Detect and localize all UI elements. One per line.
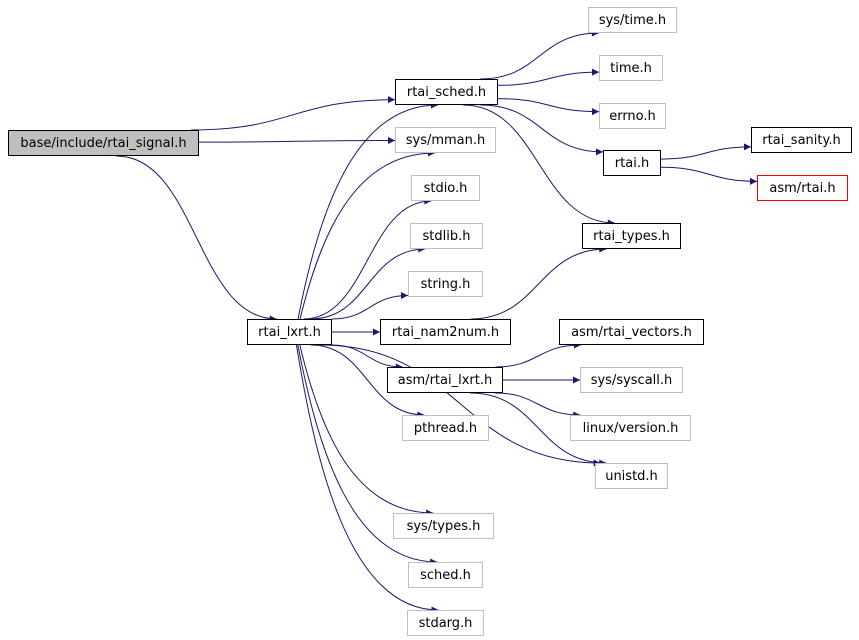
edge-asm_rtai_lxrt-to-unistd (470, 392, 607, 467)
node-sys-time[interactable]: sys/time.h (588, 7, 677, 33)
node-pthread[interactable]: pthread.h (402, 415, 489, 441)
edge-asm_rtai_lxrt-to-asm_rtai_vectors (495, 341, 581, 368)
node-rtai-signal-root[interactable]: base/include/rtai_signal.h (8, 130, 199, 156)
edge-rtai_lxrt-to-sched (297, 344, 438, 566)
edge-rtai-to-asm_rtai (660, 166, 758, 185)
edge-rtai_nam2num-to-rtai_types (470, 245, 607, 320)
node-stdarg[interactable]: stdarg.h (407, 610, 484, 636)
node-rtai-sanity[interactable]: rtai_sanity.h (751, 127, 852, 153)
node-rtai-lxrt[interactable]: rtai_lxrt.h (247, 319, 332, 345)
node-stdlib[interactable]: stdlib.h (410, 223, 483, 249)
node-rtai-nam2num[interactable]: rtai_nam2num.h (380, 319, 511, 345)
edge-root-to-sys_mman (198, 136, 396, 144)
edge-rtai_lxrt-to-string (331, 292, 409, 320)
node-linux-version[interactable]: linux/version.h (570, 415, 691, 441)
edge-root-to-rtai_lxrt (116, 155, 277, 323)
edge-rtai_lxrt-to-asm_rtai_lxrt (331, 344, 403, 371)
node-time[interactable]: time.h (599, 55, 663, 81)
edge-rtai_lxrt-to-rtai_sched (297, 101, 438, 320)
edge-rtai_lxrt-to-stdarg (295, 344, 439, 614)
edge-rtai_lxrt-to-sys_types (299, 344, 434, 517)
node-string[interactable]: string.h (408, 271, 483, 297)
edge-rtai_lxrt-to-stdio (303, 197, 432, 320)
edge-rtai_lxrt-to-sys_mman (299, 149, 435, 320)
node-sched[interactable]: sched.h (408, 562, 483, 588)
node-asm-rtai[interactable]: asm/rtai.h (757, 175, 848, 201)
node-sys-syscall[interactable]: sys/syscall.h (580, 367, 683, 393)
edge-rtai_sched-to-time (497, 68, 600, 86)
node-stdio[interactable]: stdio.h (411, 175, 480, 201)
node-unistd[interactable]: unistd.h (595, 463, 668, 489)
edge-rtai_sched-to-rtai_types (463, 104, 615, 227)
node-sys-types[interactable]: sys/types.h (393, 513, 494, 539)
edge-rtai_sched-to-sys_time (480, 29, 599, 80)
edge-asm_rtai_lxrt-to-linux_version (495, 392, 581, 419)
node-asm-rtai-lxrt[interactable]: asm/rtai_lxrt.h (387, 367, 503, 393)
node-sys-mman[interactable]: sys/mman.h (395, 127, 496, 153)
node-rtai[interactable]: rtai.h (603, 150, 661, 176)
edge-rtai-to-rtai_sanity (660, 143, 752, 160)
edge-rtai_sched-to-rtai (480, 104, 604, 156)
edge-rtai_sched-to-errno (497, 98, 600, 116)
edge-rtai_lxrt-to-unistd (320, 344, 601, 467)
edge-rtai_lxrt-to-pthread (310, 344, 425, 419)
node-rtai-types[interactable]: rtai_types.h (582, 223, 681, 249)
node-asm-rtai-vectors[interactable]: asm/rtai_vectors.h (559, 319, 704, 345)
edge-rtai_lxrt-to-stdlib (310, 245, 426, 320)
node-errno[interactable]: errno.h (599, 103, 666, 129)
node-rtai-sched[interactable]: rtai_sched.h (395, 79, 498, 105)
edge-root-to-rtai_sched (190, 96, 396, 131)
